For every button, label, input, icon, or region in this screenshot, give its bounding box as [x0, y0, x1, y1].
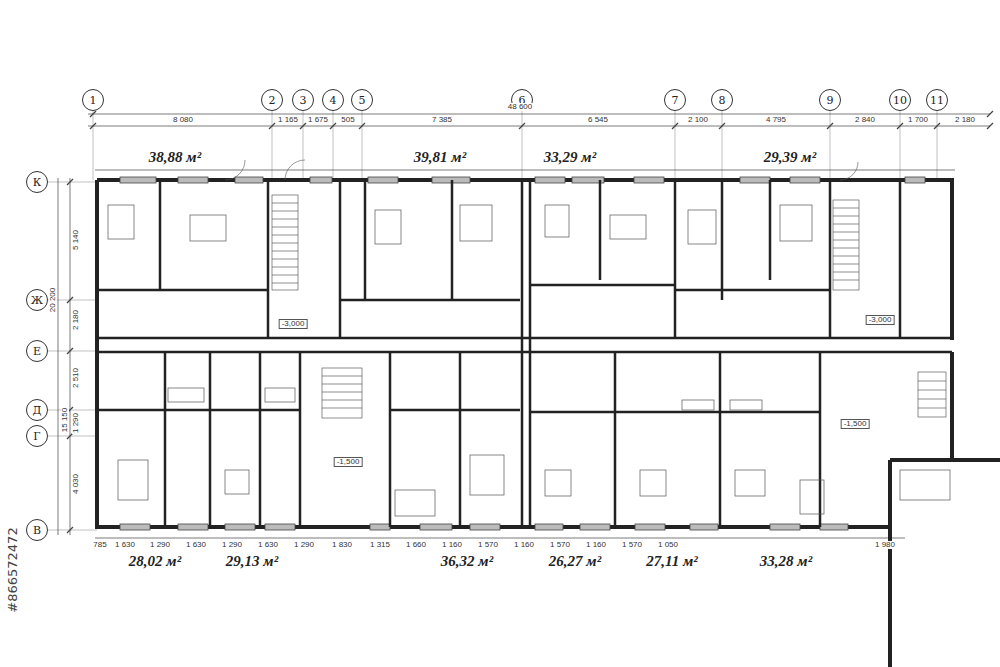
- axis-label: Г: [33, 431, 40, 442]
- axis-label: 3: [300, 95, 307, 106]
- level-mark: -3,000: [866, 315, 895, 325]
- axis-bubble: 5: [351, 89, 373, 111]
- level-mark: -1,500: [841, 419, 870, 429]
- axis-dimension: 1 700: [907, 116, 929, 124]
- axis-bubble: 7: [664, 89, 686, 111]
- axis-label: 10: [893, 95, 907, 106]
- level-mark: -1,500: [334, 457, 363, 467]
- bottom-dimension: 1 570: [621, 541, 643, 549]
- axis-dimension: 8 080: [172, 116, 194, 124]
- axis-dimension: 4 795: [765, 116, 787, 124]
- apartment-area: 29,39 м²: [764, 150, 816, 165]
- bottom-dimension: 1 660: [405, 541, 427, 549]
- vertical-dimension: 1 290: [72, 412, 80, 434]
- bottom-dimension: 1 290: [221, 541, 243, 549]
- vertical-dimension: 4 030: [72, 473, 80, 495]
- axis-label: Ж: [31, 295, 43, 306]
- apartment-area: 33,28 м²: [760, 554, 812, 569]
- bottom-dimension: 1 980: [874, 541, 896, 549]
- axis-bubble: К: [26, 171, 48, 193]
- bottom-dimension: 1 160: [585, 541, 607, 549]
- axis-dimension: 2 840: [854, 116, 876, 124]
- bottom-dimension: 1 315: [369, 541, 391, 549]
- axis-dimension: 6 545: [587, 116, 609, 124]
- axis-label: 9: [827, 95, 834, 106]
- axis-bubble: 9: [819, 89, 841, 111]
- axis-dimension: 2 180: [954, 116, 976, 124]
- bottom-dimension: 1 630: [185, 541, 207, 549]
- apartment-area: 26,27 м²: [549, 554, 601, 569]
- watermark: #866572472: [6, 527, 19, 612]
- axis-dimension: 1 675: [307, 116, 329, 124]
- axis-label: 11: [930, 95, 944, 106]
- axis-label: Д: [33, 405, 42, 416]
- axis-bubble: 11: [926, 89, 948, 111]
- bottom-dimension: 1 050: [657, 541, 679, 549]
- bottom-dimension: 1 290: [149, 541, 171, 549]
- vertical-dimension: 20 200: [49, 287, 57, 313]
- bottom-dimension: 785: [92, 541, 107, 549]
- axis-dimension: 1 165: [277, 116, 299, 124]
- axis-label: В: [33, 525, 41, 536]
- axis-bubble: Г: [26, 425, 48, 447]
- axis-bubble: Д: [26, 399, 48, 421]
- axis-bubble: Е: [26, 340, 48, 362]
- axis-label: 1: [90, 95, 97, 106]
- apartment-area: 28,02 м²: [129, 554, 181, 569]
- vertical-dimension: 2 180: [72, 309, 80, 331]
- axis-bubble: Ж: [26, 289, 48, 311]
- bottom-dimension: 1 570: [549, 541, 571, 549]
- bottom-dimension: 1 160: [441, 541, 463, 549]
- bottom-dimension: 1 630: [114, 541, 136, 549]
- apartment-area: 38,88 м²: [149, 150, 201, 165]
- bottom-dimension: 1 570: [477, 541, 499, 549]
- axis-bubble: 3: [292, 89, 314, 111]
- axis-bubble: 8: [711, 89, 733, 111]
- axis-dimension: 2 100: [687, 116, 709, 124]
- axis-label: К: [33, 177, 42, 188]
- vertical-dimension: 5 140: [72, 229, 80, 251]
- axis-label: 5: [359, 95, 366, 106]
- apartment-area: 33,29 м²: [544, 150, 596, 165]
- axis-dimension: 7 385: [431, 116, 453, 124]
- axis-label: 7: [672, 95, 679, 106]
- bottom-dimension: 1 830: [331, 541, 353, 549]
- axis-bubble: В: [26, 519, 48, 541]
- axis-label: 4: [330, 95, 337, 106]
- apartment-area: 39,81 м²: [414, 150, 466, 165]
- axis-label: 2: [269, 95, 276, 106]
- bottom-dimension: 1 290: [293, 541, 315, 549]
- axis-dimension: 505: [340, 116, 355, 124]
- bottom-dimension: 1 160: [513, 541, 535, 549]
- apartment-area: 27,11 м²: [646, 554, 697, 569]
- total-dimension: 48 600: [507, 103, 533, 111]
- axis-bubble: 10: [889, 89, 911, 111]
- apartment-area: 29,13 м²: [226, 554, 278, 569]
- vertical-dimension: 15 150: [61, 407, 69, 433]
- axis-bubble: 4: [322, 89, 344, 111]
- axis-label: Е: [33, 346, 41, 357]
- level-mark: -3,000: [279, 319, 308, 329]
- axis-bubble: 1: [82, 89, 104, 111]
- axis-label: 8: [719, 95, 726, 106]
- bottom-dimension: 1 630: [257, 541, 279, 549]
- apartment-area: 36,32 м²: [441, 554, 493, 569]
- axis-bubble: 2: [261, 89, 283, 111]
- vertical-dimension: 2 510: [72, 367, 80, 389]
